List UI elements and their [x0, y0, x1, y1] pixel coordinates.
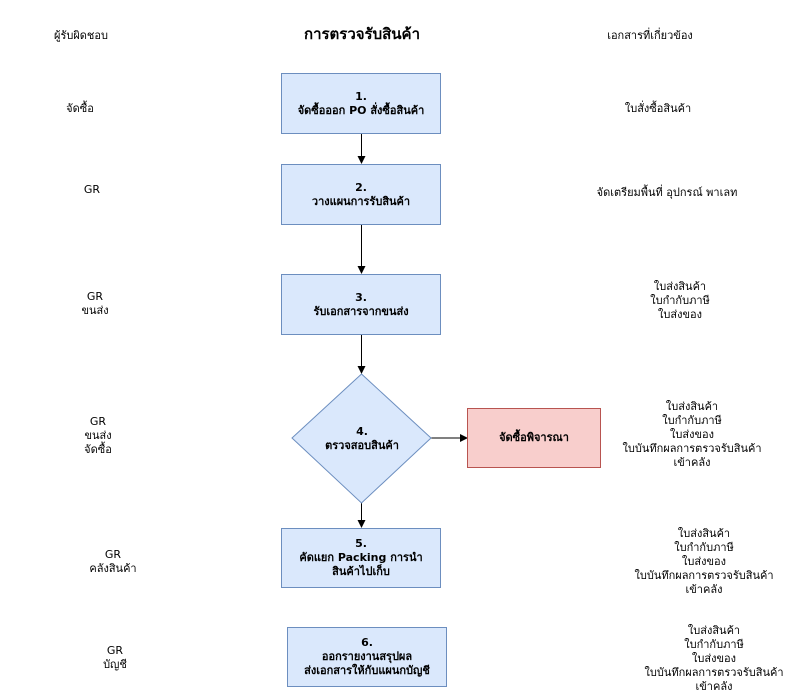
responsible-column-header: ผู้รับผิดชอบ: [54, 29, 108, 42]
document-line: ใบสั่งซื้อสินค้า: [624, 102, 692, 115]
responsible-step-4: GR ขนส่ง จัดซื้อ: [68, 415, 128, 457]
step-label: ตรวจสอบสินค้า: [325, 439, 399, 452]
step-number: 2.: [355, 180, 367, 194]
documents-step-4: ใบส่งสินค้า ใบกำกับภาษี ใบส่งของ ใบบันทึ…: [612, 400, 772, 470]
responsible-step-6: GR บัญชี: [85, 644, 145, 672]
responsible-line: ขนส่ง: [81, 304, 109, 317]
responsible-step-3: GR ขนส่ง: [65, 290, 125, 318]
document-line: ใบกำกับภาษี: [674, 541, 734, 554]
step-3-box[interactable]: 3. รับเอกสารจากขนส่ง: [281, 274, 441, 335]
responsible-step-5: GR คลังสินค้า: [78, 548, 148, 576]
responsible-line: GR: [104, 548, 122, 561]
document-line: จัดเตรียมพื้นที่ อุปกรณ์ พาเลท: [596, 186, 738, 199]
step-number: 3.: [355, 290, 367, 304]
document-line: ใบส่งของ: [670, 428, 714, 441]
branch-label: จัดซื้อพิจารณา: [499, 431, 569, 444]
step-number: 4.: [356, 425, 368, 438]
documents-step-1: ใบสั่งซื้อสินค้า: [600, 102, 716, 116]
responsible-line: GR: [83, 183, 101, 196]
document-line: ใบบันทึกผลการตรวจรับสินค้า: [634, 569, 774, 582]
responsible-line: ขนส่ง: [84, 429, 112, 442]
step-6-box[interactable]: 6. ออกรายงานสรุปผล ส่งเอกสารให้กับแผนกบั…: [287, 627, 447, 687]
step-4-decision[interactable]: 4. ตรวจสอบสินค้า: [302, 424, 422, 454]
document-line: ใบส่งของ: [682, 555, 726, 568]
document-line: ใบส่งสินค้า: [653, 280, 707, 293]
step-number: 6.: [361, 636, 373, 649]
step-1-box[interactable]: 1. จัดซื้อออก PO สั่งซื้อสินค้า: [281, 73, 441, 134]
step-label: คัดแยก Packing การนำ: [299, 551, 423, 564]
step-label: จัดซื้อออก PO สั่งซื้อสินค้า: [297, 103, 425, 117]
responsible-line: GR: [89, 415, 107, 428]
page-title: การตรวจรับสินค้า: [303, 25, 420, 43]
step-number: 1.: [355, 89, 367, 103]
document-line: เข้าคลัง: [695, 680, 733, 693]
step-label: สินค้าไปเก็บ: [332, 565, 390, 578]
step-5-box[interactable]: 5. คัดแยก Packing การนำ สินค้าไปเก็บ: [281, 528, 441, 588]
document-line: เข้าคลัง: [673, 456, 711, 469]
documents-step-6: ใบส่งสินค้า ใบกำกับภาษี ใบส่งของ ใบบันทึ…: [634, 624, 791, 694]
documents-step-2: จัดเตรียมพื้นที่ อุปกรณ์ พาเลท: [584, 186, 750, 200]
document-line: ใบส่งสินค้า: [665, 400, 719, 413]
responsible-line: บัญชี: [103, 658, 127, 671]
step-number: 5.: [355, 537, 367, 550]
document-line: ใบบันทึกผลการตรวจรับสินค้า: [622, 442, 762, 455]
document-line: ใบส่งของ: [692, 652, 736, 665]
documents-column-header: เอกสารที่เกี่ยวข้อง: [607, 29, 693, 42]
step-label: ส่งเอกสารให้กับแผนกบัญชี: [304, 664, 430, 677]
responsible-line: GR: [106, 644, 124, 657]
step-2-box[interactable]: 2. วางแผนการรับสินค้า: [281, 164, 441, 225]
document-line: ใบกำกับภาษี: [650, 294, 710, 307]
responsible-step-2: GR: [62, 183, 122, 197]
document-line: ใบส่งสินค้า: [687, 624, 741, 637]
purchasing-review-box[interactable]: จัดซื้อพิจารณา: [467, 408, 601, 468]
document-line: ใบบันทึกผลการตรวจรับสินค้า: [644, 666, 784, 679]
document-line: ใบส่งของ: [658, 308, 702, 321]
responsible-line: จัดซื้อ: [66, 102, 94, 115]
document-line: ใบกำกับภาษี: [662, 414, 722, 427]
document-line: ใบส่งสินค้า: [677, 527, 731, 540]
responsible-line: คลังสินค้า: [89, 562, 137, 575]
documents-step-3: ใบส่งสินค้า ใบกำกับภาษี ใบส่งของ: [640, 280, 720, 322]
responsible-line: GR: [86, 290, 104, 303]
step-label: รับเอกสารจากขนส่ง: [313, 304, 409, 318]
document-line: ใบกำกับภาษี: [684, 638, 744, 651]
document-line: เข้าคลัง: [685, 583, 723, 596]
step-label: วางแผนการรับสินค้า: [311, 194, 411, 208]
documents-step-5: ใบส่งสินค้า ใบกำกับภาษี ใบส่งของ ใบบันทึ…: [624, 527, 784, 597]
step-label: ออกรายงานสรุปผล: [321, 650, 413, 663]
responsible-line: จัดซื้อ: [84, 443, 112, 456]
responsible-step-1: จัดซื้อ: [50, 102, 110, 116]
decision-diamond-shape: [291, 373, 432, 504]
